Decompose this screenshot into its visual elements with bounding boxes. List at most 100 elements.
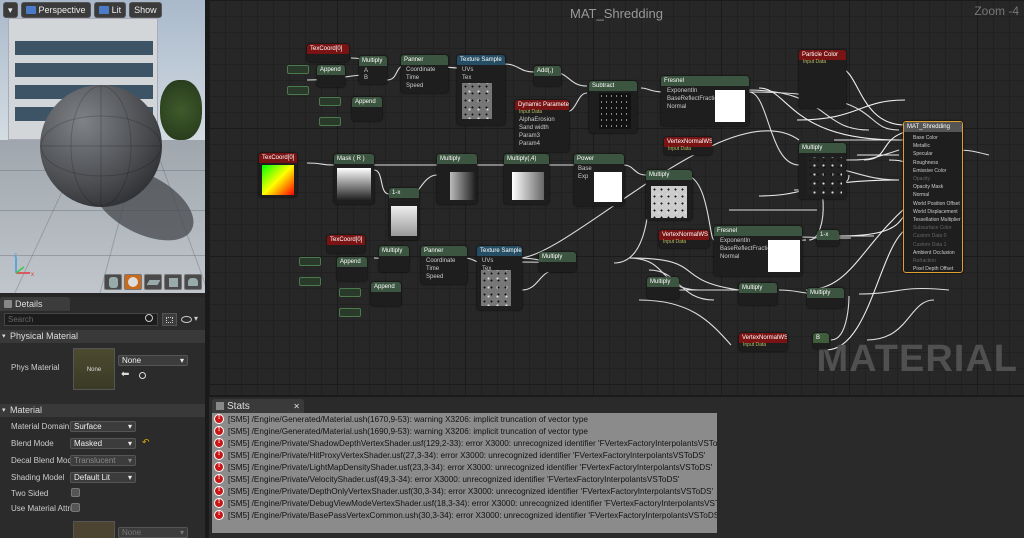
pin-uvs[interactable]: UVs [482, 258, 494, 264]
visibility-button[interactable]: ▾ [181, 314, 201, 325]
result-pin[interactable]: Ambient Occlusion [913, 249, 955, 256]
node-mask[interactable]: Mask ( R ) [334, 154, 374, 204]
dropdown-menu-button[interactable]: ▾ [3, 2, 18, 18]
bottom-asset-thumbnail[interactable] [73, 521, 115, 538]
pin-normal[interactable]: Normal [720, 254, 740, 260]
constant-node[interactable] [339, 288, 361, 297]
use-selected-arrow-icon[interactable]: ⬅ [121, 369, 130, 380]
custom-mesh-preview-button[interactable] [184, 274, 202, 290]
node-append[interactable]: Append [317, 65, 345, 87]
pin-base-reflect[interactable]: BaseReflectFractionIn [720, 246, 780, 252]
result-pin[interactable]: Roughness [913, 159, 939, 166]
pin-exponent-in[interactable]: ExponentIn [720, 238, 751, 244]
pin-speed[interactable]: Speed [426, 274, 444, 280]
details-tab[interactable]: Details [0, 297, 70, 311]
pin-sand-width[interactable]: Sand width [519, 125, 549, 131]
stats-message-row[interactable]: [SM5] /Engine/Private/HitProxyVertexShad… [212, 449, 717, 461]
pin-tex[interactable]: Tex [462, 75, 472, 81]
node-multiply-8[interactable]: Multiply [739, 283, 777, 305]
result-pin[interactable]: Opacity Mask [913, 184, 944, 191]
node-multiply-5[interactable]: Multiply [379, 246, 409, 272]
bottom-asset-dropdown[interactable]: None [118, 527, 188, 538]
constant-node[interactable] [287, 86, 309, 95]
stats-message-row[interactable]: [SM5] /Engine/Private/ShadowDepthVertexS… [212, 437, 717, 449]
plane-preview-button[interactable] [144, 274, 162, 290]
node-multiply-a[interactable]: Multiply(,4) [504, 154, 549, 204]
node-append-3[interactable]: Append [337, 257, 367, 281]
node-multiply-2[interactable]: Multiply [437, 154, 477, 204]
lit-button[interactable]: Lit [93, 2, 127, 18]
result-pin[interactable]: Opacity [913, 176, 930, 182]
pin-param3[interactable]: Param3 [519, 133, 541, 139]
pin-a[interactable]: A [364, 68, 369, 74]
result-pin[interactable]: Specular [913, 151, 933, 158]
pin-speed[interactable]: Speed [406, 83, 424, 89]
pin-b[interactable]: B [364, 75, 369, 81]
result-pin[interactable]: Pixel Depth Offset [913, 266, 954, 273]
node-multiply-9[interactable]: Multiply [807, 288, 844, 308]
result-pin[interactable]: World Displacement [913, 208, 958, 215]
pin-base[interactable]: Base [578, 166, 592, 172]
result-pin[interactable]: Base Color [913, 135, 938, 141]
material-graph-canvas[interactable]: MAT_Shredding Zoom -4 MATERIAL TexCoord[… [209, 0, 1024, 395]
node-multiply-3[interactable]: Multiply [646, 170, 692, 220]
result-pin[interactable]: Emissive Color [913, 167, 947, 174]
use-material-attributes-checkbox[interactable] [71, 503, 80, 512]
node-constant[interactable]: B [813, 333, 829, 349]
node-texcoord-2[interactable]: TexCoord[0] [259, 153, 297, 197]
result-pin[interactable]: Subsurface Color [913, 225, 952, 232]
pin-param4[interactable]: Param4 [519, 141, 541, 147]
result-pin[interactable]: Custom Data 0 [913, 233, 947, 240]
pin-tex[interactable]: Tex [482, 266, 492, 272]
constant-node[interactable] [319, 117, 341, 126]
view-options-button[interactable] [162, 313, 177, 326]
stats-message-row[interactable]: [SM5] /Engine/Private/VelocityShader.usf… [212, 473, 717, 485]
result-pin[interactable]: Normal [913, 192, 930, 199]
browse-search-icon[interactable] [139, 372, 146, 379]
node-multiply-7[interactable]: Multiply [647, 277, 679, 299]
pin-exp[interactable]: Exp [578, 174, 589, 180]
pin-alpha-erosion[interactable]: AlphaErosion [519, 117, 555, 123]
result-pin[interactable]: Refraction [913, 258, 936, 264]
result-pin[interactable]: World Position Offset [913, 200, 960, 207]
stats-tab[interactable]: Stats✕ [212, 399, 304, 413]
node-append-4[interactable]: Append [371, 282, 401, 306]
constant-node[interactable] [299, 277, 321, 286]
result-pin[interactable]: Tessellation Multiplier [913, 217, 961, 223]
reset-to-default-icon[interactable]: ↶ [142, 437, 150, 447]
stats-message-row[interactable]: [SM5] /Engine/Generated/Material.ush(167… [212, 413, 717, 425]
result-pin[interactable]: Custom Data 1 [913, 241, 947, 248]
pin-coordinate[interactable]: Coordinate [406, 67, 436, 73]
stats-message-row[interactable]: [SM5] /Engine/Private/DebugViewModeVerte… [212, 497, 717, 509]
pin-coordinate[interactable]: Coordinate [426, 258, 456, 264]
node-one-minus-x-2[interactable]: 1-x [817, 230, 839, 246]
node-append-2[interactable]: Append [352, 97, 382, 121]
cube-preview-button[interactable] [164, 274, 182, 290]
pin-uvs[interactable]: UVs [462, 67, 474, 73]
material-domain-dropdown[interactable]: Surface [70, 421, 136, 432]
pin-time[interactable]: Time [426, 266, 440, 272]
close-icon[interactable]: ✕ [293, 401, 300, 411]
phys-material-dropdown[interactable]: None [118, 355, 188, 366]
node-one-minus-x[interactable]: 1-x [389, 188, 419, 240]
physical-material-section[interactable]: ▾Physical Material [0, 330, 205, 343]
constant-node[interactable] [299, 257, 321, 266]
stats-message-row[interactable]: [SM5] /Engine/Private/DepthOnlyVertexSha… [212, 485, 717, 497]
cylinder-preview-button[interactable] [104, 274, 122, 290]
pin-normal[interactable]: Normal [667, 104, 687, 110]
material-section[interactable]: ▾Material [0, 404, 205, 417]
